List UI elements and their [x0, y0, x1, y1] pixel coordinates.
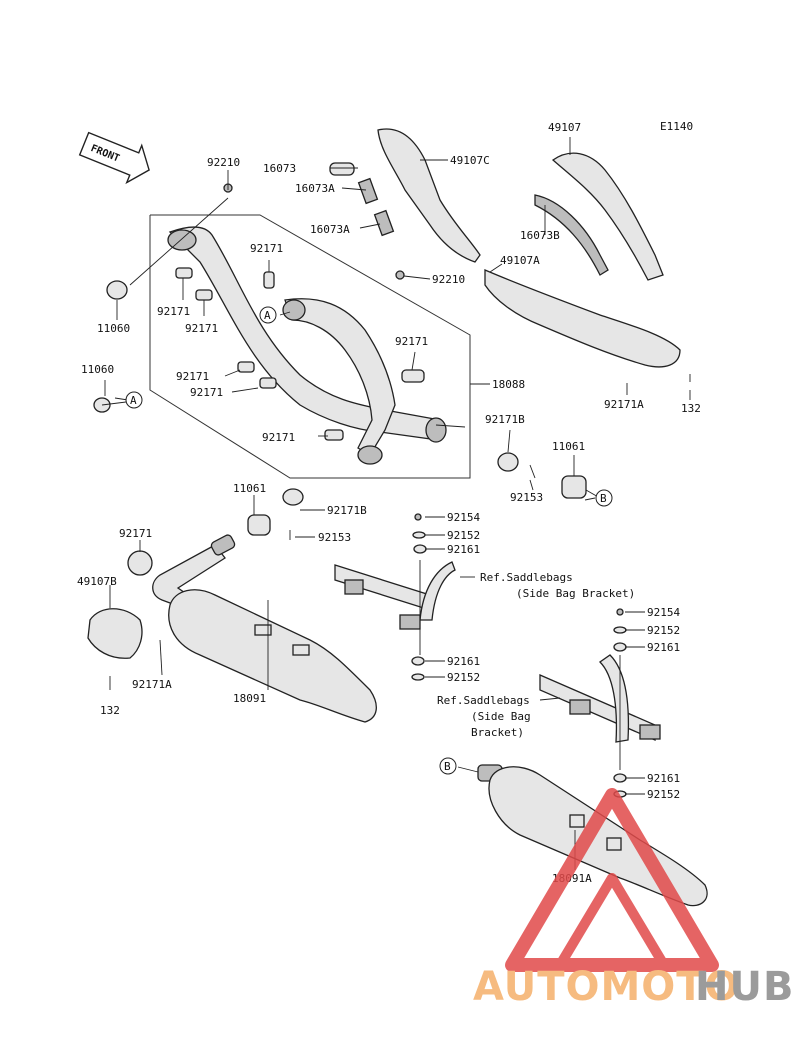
- assembly-frame-18088: [149, 214, 471, 479]
- header-pipes: [167, 226, 447, 465]
- callout-A-upper: A: [259, 306, 277, 324]
- connector-11061-right: [561, 475, 587, 499]
- part-label: 92161: [447, 655, 480, 668]
- part-label: 92152: [447, 529, 480, 542]
- bolts: [109, 374, 691, 690]
- part-label: 18088: [492, 378, 525, 391]
- part-label: 92171: [119, 527, 152, 540]
- header-flange-right: [282, 299, 306, 321]
- part-label: 92171: [190, 386, 223, 399]
- part-label: 92154: [647, 606, 680, 619]
- part-label: 92153: [318, 531, 351, 544]
- leader-lines: [101, 137, 691, 870]
- part-label: 92161: [647, 772, 680, 785]
- reference-labels: Ref.Saddlebags (Side Bag Bracket) Ref.Sa…: [437, 571, 635, 739]
- saddlebag-bracket-lower: [539, 654, 661, 743]
- muffler-18091: [152, 534, 377, 723]
- saddlebag-bracket-upper: [334, 561, 456, 630]
- part-label: 11061: [233, 482, 266, 495]
- part-label: 92171B: [327, 504, 367, 517]
- part-label: 11060: [81, 363, 114, 376]
- part-label: 92152: [647, 788, 680, 801]
- part-label: 92171: [250, 242, 283, 255]
- part-label: 16073: [263, 162, 296, 175]
- part-label: 92161: [447, 543, 480, 556]
- heat-shield-49107A: [484, 269, 681, 368]
- svg-text:A: A: [264, 309, 271, 322]
- callout-B-right: B: [595, 489, 613, 507]
- part-label: 16073B: [520, 229, 560, 242]
- part-label: 16073A: [295, 182, 335, 195]
- front-arrow-icon: FRONT: [78, 131, 150, 185]
- part-label: 16073A: [310, 223, 350, 236]
- watermark-logo: AUTOMOTO HUB: [473, 788, 794, 1010]
- part-label: 92171B: [485, 413, 525, 426]
- part-label: 92171: [157, 305, 190, 318]
- svg-text:B: B: [600, 492, 607, 505]
- part-label: 132: [681, 402, 701, 415]
- part-label: 92210: [432, 273, 465, 286]
- part-label: 49107A: [500, 254, 540, 267]
- svg-text:B: B: [444, 760, 451, 773]
- ref-saddlebags-lower-line3: Bracket): [471, 726, 524, 739]
- heat-shield-49107: [551, 152, 664, 281]
- part-label: 11061: [552, 440, 585, 453]
- connector-11061-left: [247, 514, 271, 536]
- part-label: 92171A: [132, 678, 172, 691]
- part-label: 92171: [262, 431, 295, 444]
- ref-saddlebags-lower-line2: (Side Bag: [471, 710, 531, 723]
- gasket-11060-upper: [106, 280, 128, 300]
- callout-B-lower: B: [439, 757, 457, 775]
- part-label: 92171: [185, 322, 218, 335]
- part-label: 92161: [647, 641, 680, 654]
- svg-text:A: A: [130, 394, 137, 407]
- watermark-triangle-icon: [505, 788, 719, 972]
- watermark-text-part2: HUB: [695, 964, 794, 1010]
- heat-shield-clips: [329, 162, 395, 237]
- part-label: 92171: [176, 370, 209, 383]
- part-label: 92171: [395, 335, 428, 348]
- part-label: 49107: [548, 121, 581, 134]
- clamp-92171-left: [127, 550, 153, 576]
- ref-saddlebags-upper-line1: Ref.Saddlebags: [480, 571, 573, 584]
- part-label: 92154: [447, 511, 480, 524]
- part-label: 92171A: [604, 398, 644, 411]
- part-label: 11060: [97, 322, 130, 335]
- ref-saddlebags-lower-line1: Ref.Saddlebags: [437, 694, 530, 707]
- clamps-92171B: [282, 452, 519, 506]
- part-label: 49107B: [77, 575, 117, 588]
- part-label: 132: [100, 704, 120, 717]
- part-label: 49107C: [450, 154, 490, 167]
- hose-clamps: [175, 183, 425, 441]
- heat-shield-49107C: [377, 128, 481, 263]
- heat-shield-strip-16073B: [534, 194, 609, 276]
- end-cap-49107B: [87, 550, 153, 659]
- part-label: 92210: [207, 156, 240, 169]
- part-label: 92153: [510, 491, 543, 504]
- part-labels: 92210 11060 92171 92171 92171 92171 9217…: [77, 121, 701, 885]
- part-label: 92152: [647, 624, 680, 637]
- callout-A-left: A: [125, 391, 143, 409]
- diagram-code: E1140: [660, 120, 693, 133]
- part-label: 18091: [233, 692, 266, 705]
- watermark-text-part1: AUTOMOTO: [473, 964, 740, 1010]
- part-label: 92152: [447, 671, 480, 684]
- washers-and-nuts: [411, 513, 627, 798]
- ref-saddlebags-upper-line2: (Side Bag Bracket): [516, 587, 635, 600]
